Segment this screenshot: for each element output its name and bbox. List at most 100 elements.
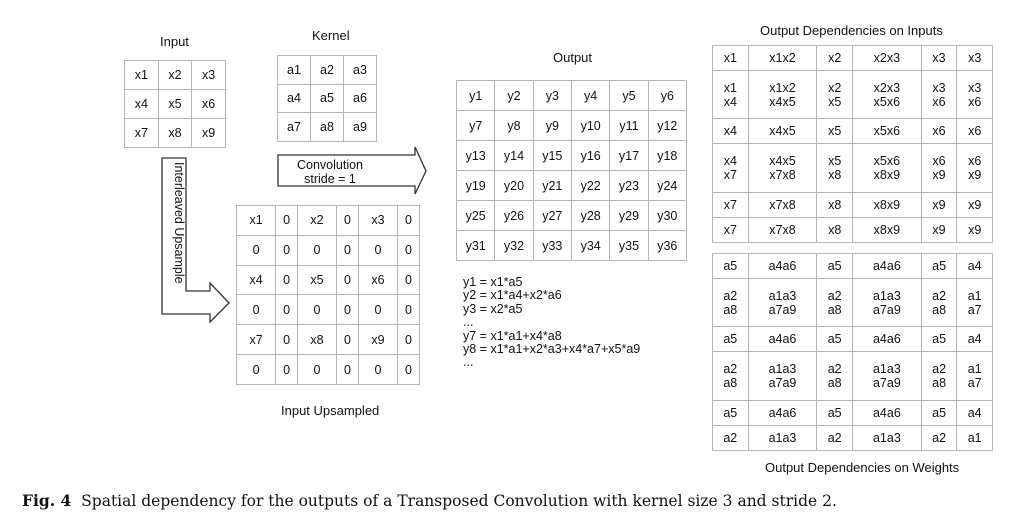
deps-weights-cell: a4a6	[747, 326, 818, 353]
output-cell: y31	[455, 230, 496, 261]
deps-inputs-cell-text: x7	[723, 197, 737, 212]
deps-inputs-cell-text: x6	[968, 94, 982, 109]
output-cell: y23	[609, 170, 649, 201]
deps-weights-cell-text: a5	[932, 332, 947, 347]
deps-inputs-cell-text: x8x9	[873, 168, 901, 183]
deps-inputs-cell-text: x5x6	[873, 124, 901, 139]
deps-inputs-cell-text: x9	[968, 168, 982, 183]
deps-inputs-cell-text: x4	[723, 94, 737, 109]
deps-weights-cell-text: a4	[967, 332, 982, 347]
deps-inputs-cell-text: x4x5	[769, 154, 796, 169]
deps-weights-cell-text: a7a9	[768, 302, 797, 317]
deps-weights-cell-text: a4a6	[872, 405, 901, 420]
upsample-arrow-text: Interleaved Upsample	[172, 162, 186, 284]
deps-inputs-cell: x5	[816, 118, 853, 145]
deps-inputs-cell-text: x6	[932, 154, 946, 169]
figure-caption: Fig. 4 Spatial dependency for the output…	[22, 491, 837, 510]
deps-weights-cell-text: a5	[723, 332, 738, 347]
kernel-cell: a8	[310, 112, 344, 142]
deps-weights-cell: a2	[712, 424, 749, 452]
deps-weights-cell-text: a2	[723, 362, 738, 377]
upsampled-cell: 0	[357, 234, 399, 266]
upsampled-cell: x1	[235, 205, 277, 236]
deps-inputs-cell: x1x2	[747, 44, 818, 72]
deps-inputs-cell-text: x8	[828, 197, 842, 212]
deps-inputs-cell-text: x4x5	[769, 124, 796, 139]
deps-weights-cell-text: a1	[967, 362, 982, 377]
deps-weights-cell: a1a3	[747, 424, 818, 452]
deps-weights-cell-text: a7	[967, 376, 982, 391]
upsampled-cell: 0	[397, 205, 420, 236]
deps-inputs-cell: x1	[712, 44, 749, 72]
deps-weights-cell-text: a7a9	[872, 376, 901, 391]
deps-weights-cell-text: a5	[723, 259, 738, 274]
output-cell: y2	[494, 80, 534, 111]
deps-inputs-cell-text: x9	[932, 197, 946, 212]
deps-inputs-cell-text: x3	[932, 51, 946, 66]
deps-inputs-cell-text: x3	[968, 51, 982, 66]
deps-inputs-cell: x4	[712, 118, 749, 145]
input-upsampled-label: Input Upsampled	[281, 403, 380, 418]
deps-weights-cell: a5	[920, 399, 958, 426]
output-label: Output	[553, 50, 593, 65]
deps-weights-cell-text: a4a6	[872, 259, 901, 274]
deps-inputs-cell-text: x5	[828, 154, 842, 169]
deps-inputs-cell: x9	[920, 216, 958, 244]
input-cell: x8	[157, 118, 193, 148]
deps-inputs-cell-text: x1	[723, 80, 737, 95]
convolution-arrow	[277, 146, 427, 195]
output-cell: y24	[647, 170, 688, 201]
deps-weights-cell-text: a1a3	[768, 288, 797, 303]
deps-weights-cell: a1a3	[851, 424, 922, 452]
upsampled-cell: x5	[296, 264, 338, 296]
deps-inputs-cell: x8x9	[851, 191, 922, 218]
input-cell: x1	[124, 60, 159, 90]
deps-weights-cell-text: a2	[827, 288, 842, 303]
deps-weights-cell-text: a5	[827, 259, 842, 274]
output-cell: y30	[647, 200, 688, 231]
deps-inputs-cell-text: x4x5	[769, 94, 796, 109]
deps-weights-cell-text: a8	[723, 302, 738, 317]
deps-inputs-cell: x7x8	[747, 216, 818, 244]
deps-weights-cell-text: a1	[967, 288, 982, 303]
output-cell: y6	[647, 80, 688, 111]
deps-weights-cell-text: a8	[827, 302, 842, 317]
deps-weights-cell: a4a6	[747, 399, 818, 426]
deps-inputs-cell-text: x6	[932, 94, 946, 109]
input-cell: x5	[157, 89, 193, 119]
deps-weights-cell-text: a1a3	[872, 430, 901, 445]
deps-inputs-cell: x3	[956, 44, 993, 72]
convolution-arrow-text: Convolution stride = 1	[296, 158, 363, 186]
kernel-label: Kernel	[312, 28, 350, 43]
deps-inputs-cell-text: x4	[723, 154, 737, 169]
deps-inputs-cell-text: x9	[968, 222, 982, 237]
upsample-arrow	[161, 157, 230, 324]
output-cell: y12	[647, 110, 688, 141]
upsampled-cell: 0	[397, 354, 420, 385]
deps-inputs-cell-text: x8	[828, 168, 842, 183]
deps-weights-cell-text: a1a3	[872, 362, 901, 377]
deps-inputs-cell: x6	[956, 118, 993, 145]
